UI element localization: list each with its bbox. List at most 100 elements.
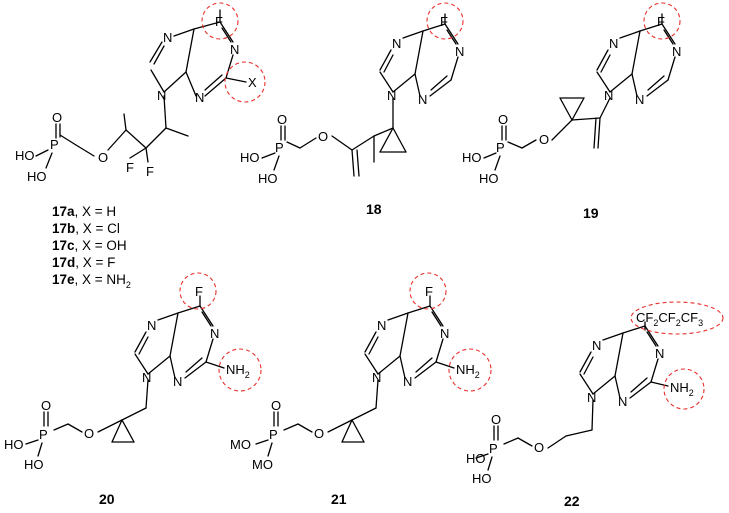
hydroxy-label: HO: [27, 169, 47, 184]
n3-label: N: [635, 92, 644, 107]
compound-22-bonds: [475, 321, 669, 471]
amino-highlight: [218, 348, 262, 392]
compound-19: N N N N F HO P O HO O 19: [462, 2, 681, 221]
fluoro-label: F: [657, 14, 665, 29]
fluoro-label: F: [425, 284, 433, 299]
amino-highlight: [663, 368, 705, 410]
hydroxy-label: HO: [472, 471, 492, 486]
x-highlight: [224, 61, 266, 103]
hydroxy-label: HO: [24, 457, 44, 472]
n1-label: N: [655, 346, 664, 361]
amino-label: NH2: [670, 380, 694, 398]
n7-label: N: [392, 36, 401, 51]
hydroxy-label: HO: [462, 150, 482, 165]
fluoro-label: F: [195, 284, 203, 299]
ether-oxygen-label: O: [98, 150, 108, 165]
compound-18-bonds: [261, 13, 459, 177]
x-substituent-label: X: [248, 75, 257, 90]
fluoro-label: F: [440, 14, 448, 29]
phosphorus-label: P: [269, 427, 278, 442]
compound-21: N N N N F NH2 MO P O MO O 21: [230, 272, 492, 507]
hydroxy-label: HO: [466, 451, 486, 466]
fluoro-highlight: [409, 272, 447, 310]
n1-label: N: [672, 44, 681, 59]
n1-label: N: [455, 44, 464, 59]
n7-label: N: [609, 36, 618, 51]
n1-label: N: [440, 326, 449, 341]
n1-label: N: [210, 326, 219, 341]
fluoro-highlight: [179, 272, 217, 310]
phosphoryl-oxygen-label: O: [41, 398, 51, 413]
phosphorus-label: P: [275, 140, 284, 155]
phosphoryl-oxygen-label: O: [277, 112, 287, 127]
amino-highlight: [448, 348, 492, 392]
n7-label: N: [377, 318, 386, 333]
series-17-list: 17a, X = H 17b, X = Cl 17c, X = OH 17d, …: [52, 204, 131, 290]
compound-number: 22: [564, 493, 580, 509]
compound-number: 19: [583, 205, 599, 221]
phosphoryl-oxygen-label: O: [52, 110, 62, 125]
ether-oxygen-label: O: [314, 426, 324, 441]
compound-19-bonds: [483, 13, 676, 171]
n9-label: N: [157, 88, 166, 103]
series-item: 17e, X = NH2: [52, 272, 131, 290]
compound-17: N N N N F X HO P O HO O F F 17a, X = H 1…: [15, 2, 266, 290]
n3-label: N: [618, 394, 627, 409]
metal-oxy-label: MO: [230, 437, 251, 452]
fluoro-highlight: [643, 2, 681, 40]
perfluoroalkyl-label: CF2CF2CF3: [636, 310, 703, 328]
hydroxy-label: HO: [4, 437, 24, 452]
fluoro-label: F: [126, 160, 134, 175]
n1-label: N: [230, 42, 239, 57]
phosphoryl-oxygen-label: O: [498, 112, 508, 127]
fluoro-highlight: [426, 2, 464, 40]
compound-number: 20: [99, 491, 115, 507]
ether-oxygen-label: O: [539, 132, 549, 147]
compound-22: N N N N CF2CF2CF3 NH2 HO P O HO O 22: [466, 301, 724, 509]
n7-label: N: [163, 30, 172, 45]
n3-label: N: [173, 374, 182, 389]
series-item: 17d, X = F: [52, 255, 115, 270]
ether-oxygen-label: O: [318, 129, 328, 144]
series-item: 17b, X = Cl: [52, 221, 120, 236]
compound-17-bonds: [35, 9, 247, 169]
perfluoroalkyl-highlight: [630, 301, 724, 335]
n9-label: N: [604, 88, 613, 103]
n7-label: N: [147, 318, 156, 333]
amino-label: NH2: [226, 362, 250, 380]
ether-oxygen-label: O: [84, 426, 94, 441]
series-item: 17c, X = OH: [52, 238, 127, 253]
amino-label: NH2: [456, 362, 480, 380]
n9-label: N: [387, 88, 396, 103]
fluoro-label: F: [146, 164, 154, 179]
n3-label: N: [195, 90, 204, 105]
series-item: 17a, X = H: [52, 204, 116, 219]
hydroxy-label: HO: [240, 150, 260, 165]
n9-label: N: [587, 390, 596, 405]
hydroxy-label: HO: [479, 171, 499, 186]
n9-label: N: [142, 370, 151, 385]
compound-number: 21: [331, 491, 347, 507]
n3-label: N: [418, 92, 427, 107]
phosphoryl-oxygen-label: O: [271, 398, 281, 413]
compound-21-bonds: [255, 295, 455, 457]
n9-label: N: [372, 370, 381, 385]
fluoro-highlight: [201, 2, 239, 40]
n3-label: N: [403, 374, 412, 389]
hydroxy-label: HO: [15, 148, 35, 163]
ether-oxygen-label: O: [534, 440, 544, 455]
phosphoryl-oxygen-label: O: [491, 412, 501, 427]
hydroxy-label: HO: [258, 171, 278, 186]
fluoro-label: F: [215, 14, 223, 29]
phosphorus-label: P: [489, 441, 498, 456]
compound-number: 18: [366, 201, 382, 217]
metal-oxy-label: MO: [252, 457, 273, 472]
compound-20: N N N N F NH2 HO P O HO O 20: [4, 272, 262, 507]
phosphorus-label: P: [496, 140, 505, 155]
phosphorus-label: P: [39, 427, 48, 442]
compound-18: N N N N F HO P O HO O 18: [240, 2, 464, 217]
n7-label: N: [592, 338, 601, 353]
compound-20-bonds: [25, 295, 225, 457]
phosphorus-label: P: [50, 137, 59, 152]
